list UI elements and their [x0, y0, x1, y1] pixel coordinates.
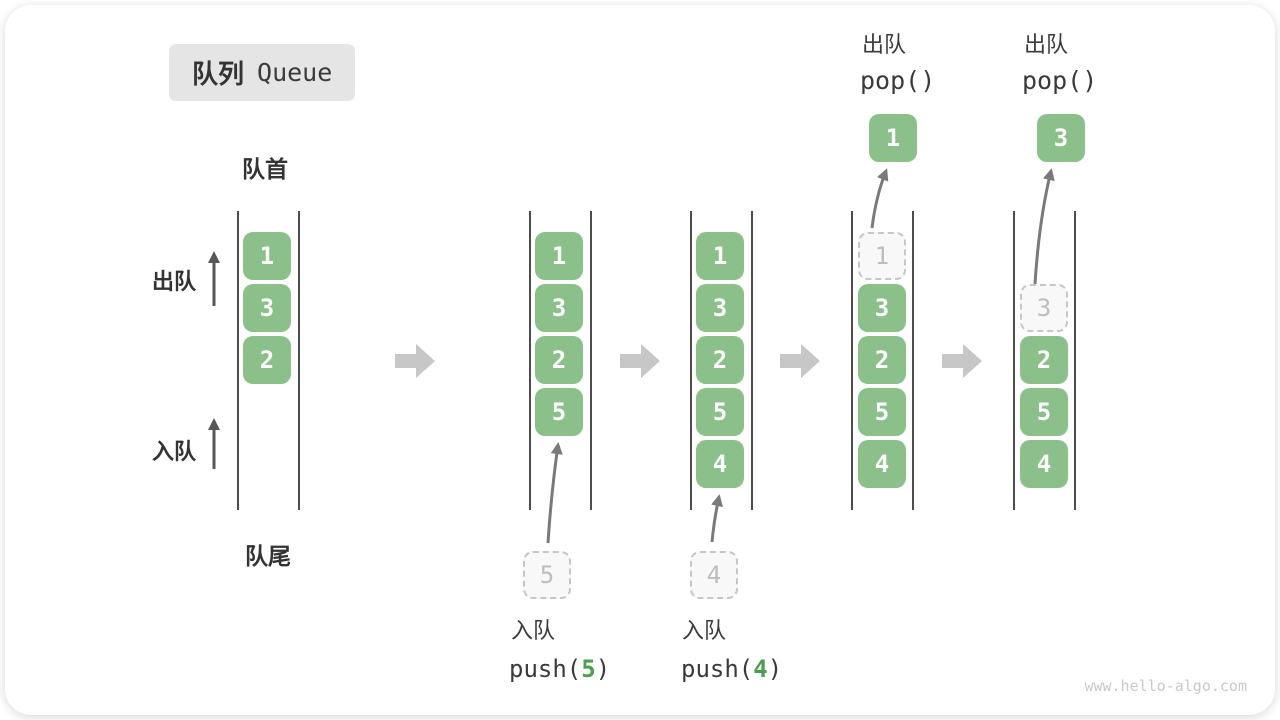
queue-cell: 4: [858, 440, 906, 488]
queue-cell: 3: [696, 284, 744, 332]
queue-cell: 3: [243, 284, 291, 332]
queue-cell: 2: [858, 336, 906, 384]
queue-cell: 3: [858, 284, 906, 332]
op-code-arg: 5: [581, 655, 596, 683]
op-label: 出队: [1024, 32, 1069, 57]
queue-cell: 2: [535, 336, 583, 384]
title-badge: 队列 Queue: [169, 44, 356, 101]
popped-cell: 3: [1037, 114, 1085, 162]
op-code: push(4): [681, 655, 782, 683]
rear-label: 队尾: [245, 543, 291, 569]
queue-cell: 4: [696, 440, 744, 488]
side-enqueue-label: 入队: [152, 439, 197, 464]
queue-cell: 1: [696, 232, 744, 280]
queue-cell: 2: [1020, 336, 1068, 384]
queue-cell: 2: [696, 336, 744, 384]
rail-line: [529, 211, 531, 510]
op-code: pop(): [1022, 66, 1098, 95]
op-label: 入队: [511, 618, 556, 643]
queue-cell: 2: [243, 336, 291, 384]
op-code-post: ): [767, 655, 783, 683]
op-code: push(5): [509, 655, 610, 683]
queue-cell: 1: [243, 232, 291, 280]
op-code: pop(): [860, 66, 936, 95]
op-code-post: ): [595, 655, 611, 683]
op-label: 出队: [862, 32, 907, 57]
rail-line: [851, 211, 853, 510]
queue-cell: 5: [696, 388, 744, 436]
queue-cell: 1: [535, 232, 583, 280]
rail-line: [590, 211, 592, 510]
removed-cell: 1: [858, 232, 906, 280]
queue-cell: 5: [535, 388, 583, 436]
title-en: Queue: [257, 58, 333, 87]
diagram-card: [5, 5, 1275, 715]
op-code-pre: push(: [681, 655, 754, 683]
queue-cell: 5: [858, 388, 906, 436]
queue-cell: 5: [1020, 388, 1068, 436]
rail-line: [751, 211, 753, 510]
rail-line: [690, 211, 692, 510]
front-label: 队首: [242, 156, 288, 182]
queue-cell: 4: [1020, 440, 1068, 488]
op-code-arg: 4: [753, 655, 768, 683]
staged-cell: 5: [523, 551, 571, 599]
watermark: www.hello-algo.com: [1084, 677, 1247, 695]
rail-line: [1074, 211, 1076, 510]
popped-cell: 1: [869, 114, 917, 162]
side-dequeue-label: 出队: [152, 269, 197, 294]
queue-cell: 3: [535, 284, 583, 332]
op-code-pre: push(: [509, 655, 582, 683]
rail-line: [1013, 211, 1015, 510]
op-label: 入队: [682, 618, 727, 643]
rail-line: [237, 211, 239, 510]
rail-line: [912, 211, 914, 510]
removed-cell: 3: [1020, 284, 1068, 332]
rail-line: [298, 211, 300, 510]
staged-cell: 4: [690, 551, 738, 599]
title-zh: 队列: [192, 59, 245, 89]
